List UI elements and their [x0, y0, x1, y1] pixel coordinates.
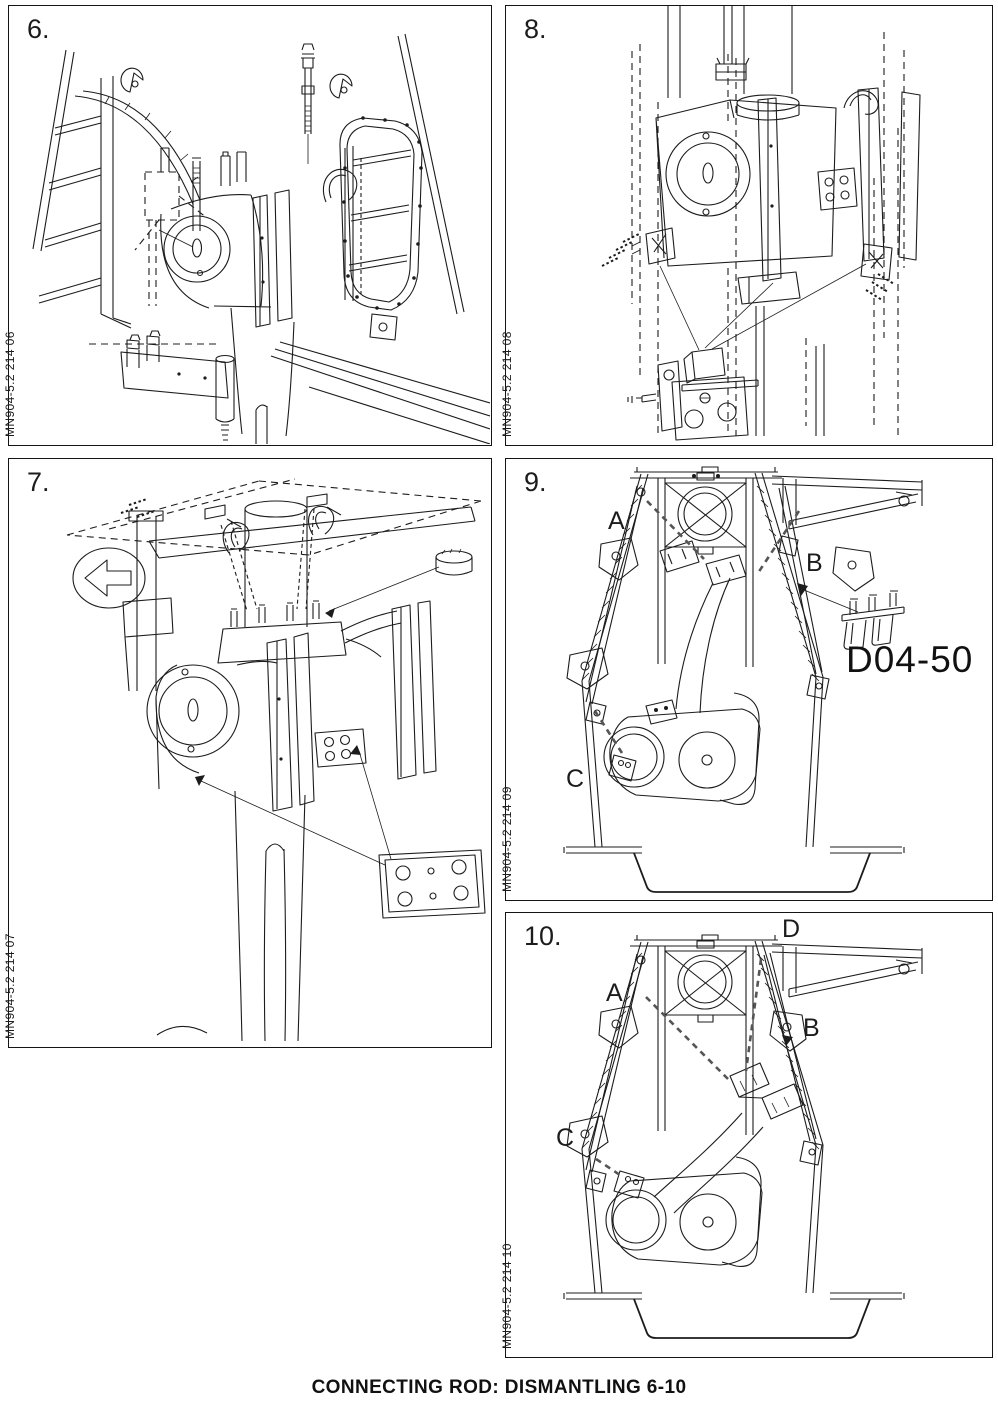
page-caption: CONNECTING ROD: DISMANTLING 6-10	[311, 1377, 687, 1398]
figure-9-drawing	[563, 466, 923, 893]
figure-9-code: MN904-5.2 214 09	[500, 786, 514, 892]
figure-9-label-b: B	[806, 549, 823, 577]
figure-8-code: MN904-5.2 214 08	[500, 331, 514, 437]
figure-7-drawing	[66, 478, 486, 1042]
figure-panel-10: 10. A B C D MN904-5.2 214 10	[500, 912, 993, 1358]
figure-panel-9: 9. A B C D04-50 MN904-5.2 214 09	[500, 458, 993, 901]
figure-7-number: 7.	[27, 467, 50, 497]
figure-7-code: MN904-5.2 214 07	[3, 933, 17, 1039]
figure-9-tool-ref: D04-50	[846, 639, 974, 680]
figure-9-label-c: C	[566, 765, 585, 793]
figure-6-drawing	[32, 33, 490, 444]
figure-9-number: 9.	[524, 467, 547, 497]
figure-panel-7: 7. MN904-5.2 214 07	[3, 458, 492, 1048]
figure-8-number: 8.	[524, 14, 547, 44]
figure-10-label-d: D	[782, 915, 801, 943]
figure-10-label-b: B	[803, 1014, 820, 1042]
figure-10-label-c: C	[556, 1124, 575, 1152]
figure-10-drawing	[563, 934, 923, 1339]
figure-9-label-a: A	[608, 507, 625, 535]
figure-panel-6: 6. MN904-5.2 214 06	[3, 5, 492, 446]
figure-6-code: MN904-5.2 214 06	[3, 331, 17, 437]
figure-8-drawing	[601, 6, 921, 441]
figure-6-number: 6.	[27, 14, 50, 44]
figure-10-number: 10.	[524, 921, 562, 951]
figure-10-label-a: A	[606, 979, 623, 1007]
figure-10-code: MN904-5.2 214 10	[500, 1243, 514, 1349]
figure-panel-8: 8. MN904-5.2 214 08	[500, 5, 993, 446]
